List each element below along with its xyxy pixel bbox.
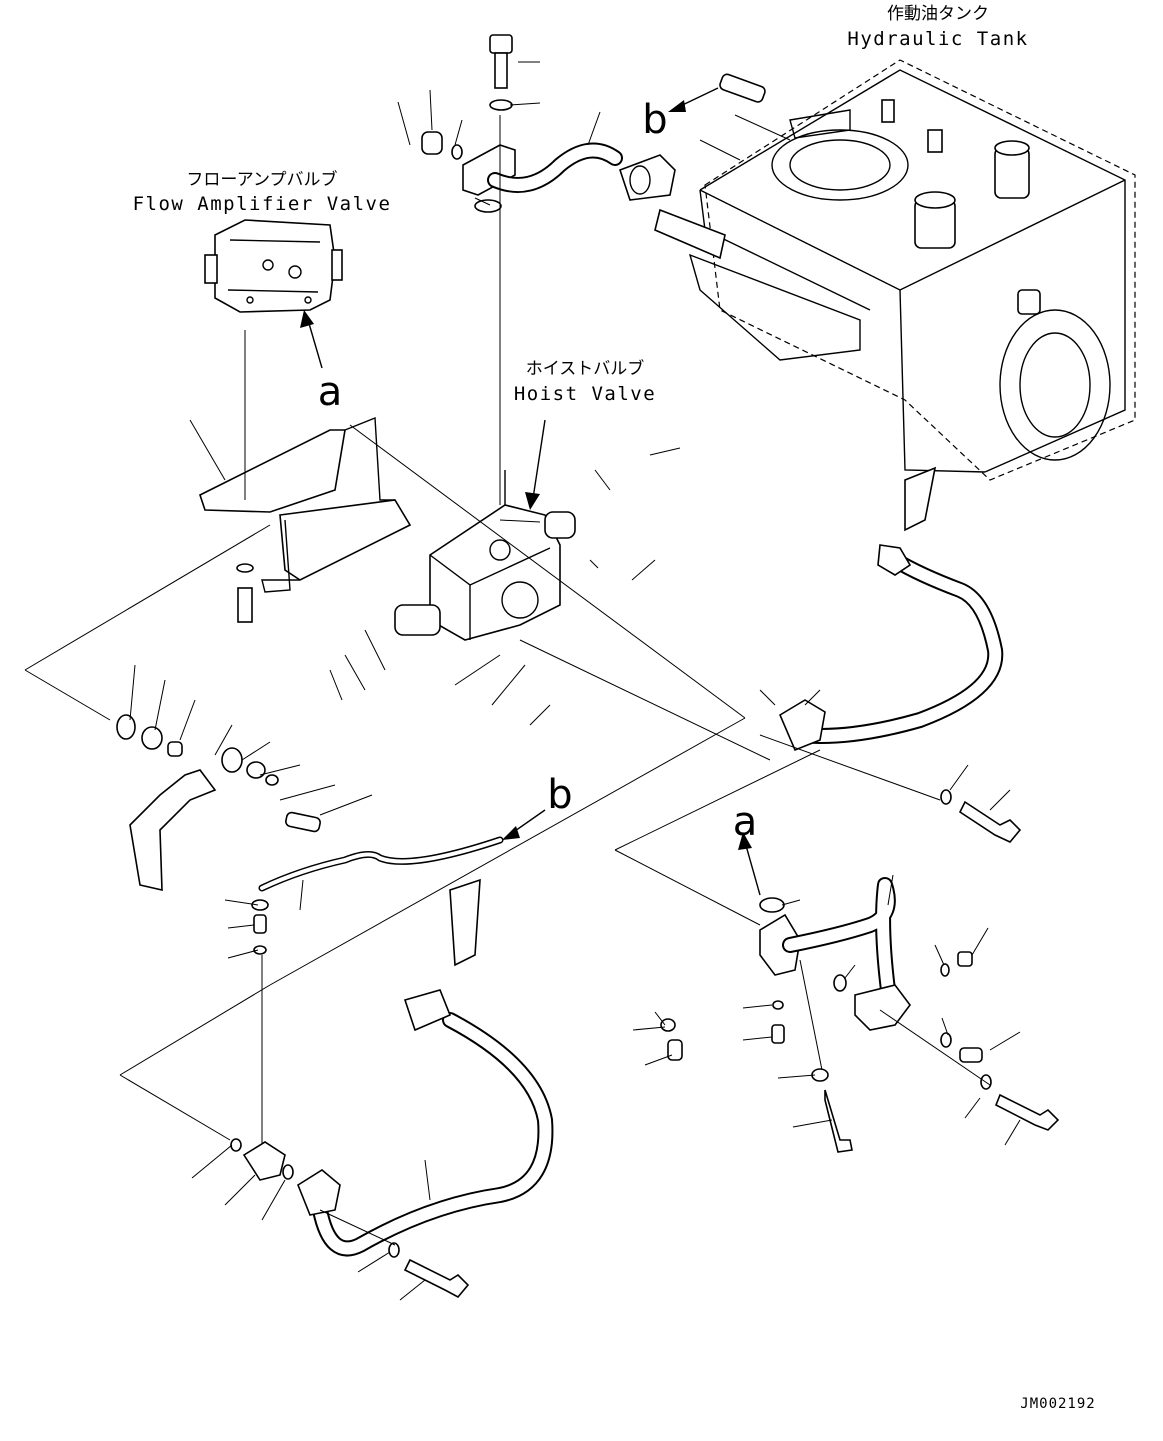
tank-connector xyxy=(618,73,766,201)
hoist-jp-label: ホイストバルブ xyxy=(526,358,645,379)
leader-a-right xyxy=(744,841,761,896)
flow-amp-jp-label: フローアンプバルブ xyxy=(186,169,337,190)
flow-amplifier-valve xyxy=(204,219,343,313)
left-small-parts xyxy=(116,714,321,892)
hoist-valve xyxy=(394,470,576,641)
top-block-hose xyxy=(421,34,623,505)
ref-a-top-label: a xyxy=(318,369,343,415)
leader-a-top xyxy=(307,319,323,369)
bottom-hose xyxy=(230,878,554,1299)
leader-lines xyxy=(129,61,1021,1301)
arrowhead-a-top xyxy=(300,310,314,328)
ref-b-top-label: b xyxy=(642,97,667,143)
right-hose xyxy=(778,466,1022,843)
drawing-number: JM002192 xyxy=(1020,1396,1095,1412)
hydraulic-tank xyxy=(654,59,1136,481)
right-lower-assembly xyxy=(660,877,1060,1153)
ref-a-right-label: a xyxy=(733,799,758,845)
ref-b-mid-label: b xyxy=(547,772,572,818)
hoist-en-label: Hoist Valve xyxy=(514,383,656,405)
mounting-bracket xyxy=(199,330,412,623)
reference-lines xyxy=(24,114,991,1246)
flow-amp-en-label: Flow Amplifier Valve xyxy=(133,193,392,215)
hydraulic-tank-en-label: Hydraulic Tank xyxy=(847,28,1028,50)
leader-hoist xyxy=(531,419,546,506)
hydraulic-tank-jp-label: 作動油タンク xyxy=(887,4,989,24)
thin-tube xyxy=(251,836,504,1150)
